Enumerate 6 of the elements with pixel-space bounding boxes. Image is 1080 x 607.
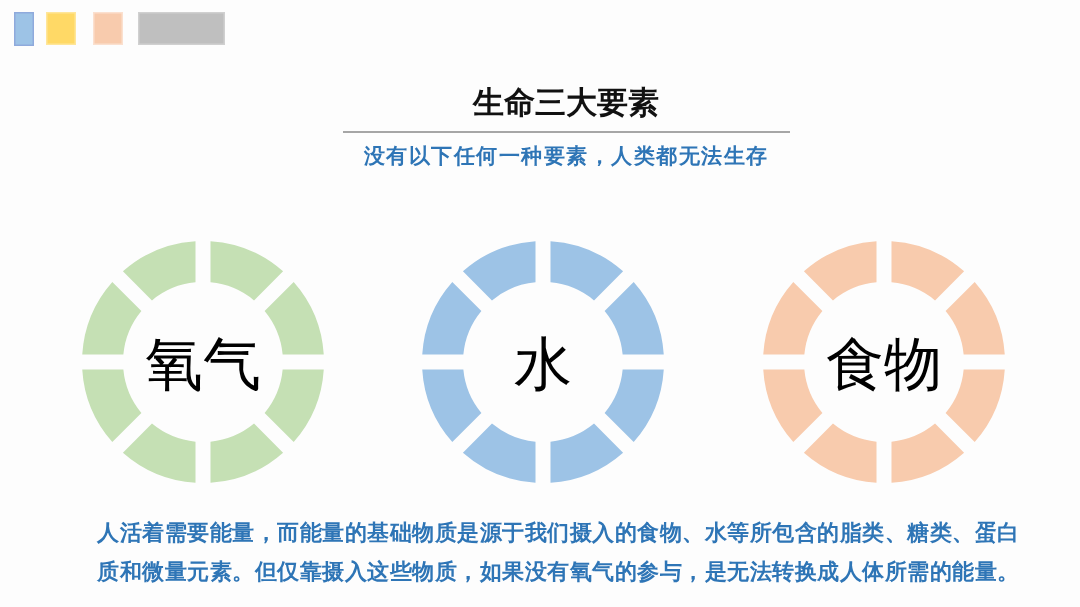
title: 生命三大要素: [473, 84, 659, 122]
ring-label: 水: [514, 333, 572, 397]
ring-label: 食物: [826, 333, 942, 397]
subtitle: 没有以下任何一种要素，人类都无法生存: [363, 144, 769, 170]
body-paragraph: 人活着需要能量，而能量的基础物质是源于我们摄入的食物、水等所包含的脂类、糖类、蛋白质和微量元素。但仅靠摄入这些物质，如果没有氧气的参与，是无法转换成人体所需的能量。: [97, 519, 1021, 586]
ring-label: 氧气: [145, 333, 261, 397]
